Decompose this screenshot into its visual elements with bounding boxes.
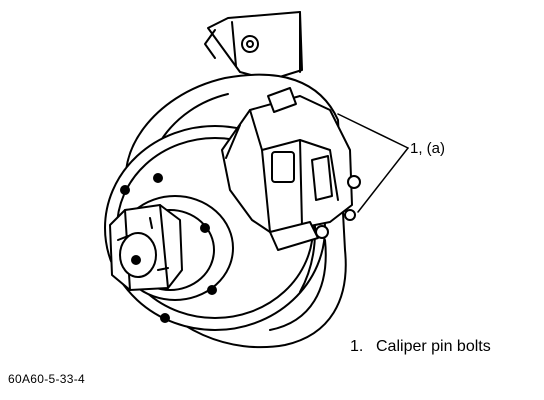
legend-item-label: Caliper pin bolts (376, 338, 491, 355)
callout-label: 1, (a) (410, 140, 446, 157)
callout-leaders (337, 113, 409, 213)
legend: 1. Caliper pin bolts (350, 338, 491, 356)
legend-item-number: 1. (350, 338, 364, 355)
figure-reference: 60A60-5-33-4 (8, 372, 85, 386)
wheel-hub (109, 173, 234, 323)
brake-caliper (221, 87, 361, 251)
